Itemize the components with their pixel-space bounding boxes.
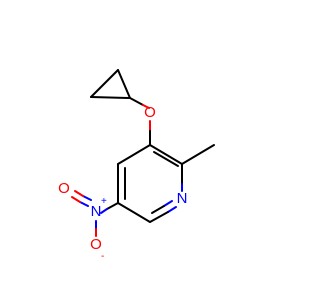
bond-cyclopropyl-oxygen-red	[142, 104, 150, 109]
bond-c5-nitro	[106, 202, 119, 210]
bond-c5-nitro-blue	[100, 208, 108, 214]
cyclopropyl-ring	[90, 69, 131, 99]
charge-plus: +	[101, 196, 107, 207]
bond-methyl	[181, 144, 215, 165]
bond-c3-c2	[149, 144, 183, 165]
bond-c6-c5	[117, 202, 151, 223]
bond-cyclopropyl-oxygen	[129, 97, 144, 106]
bond-n1-c6	[149, 211, 169, 223]
atom-nitrogen-nitro: N	[91, 203, 102, 220]
pyridine-ring	[117, 144, 183, 223]
bond-cyclopropyl-2	[90, 69, 119, 98]
bond-nitro-o-double-a-red	[71, 196, 81, 203]
bond-cyclopropyl-3	[90, 96, 131, 99]
bond-n1-c6-blue	[167, 206, 177, 213]
atom-nitrogen-ring: N	[177, 190, 188, 207]
bond-c3-c2-inner	[153, 151, 179, 167]
atom-oxygen-nitro-single: O	[90, 236, 102, 253]
molecule-diagram: O N N + O O -	[58, 69, 215, 262]
bond-nitro-o-double-a-blue	[79, 201, 89, 207]
bond-n1-c6-inner	[151, 205, 165, 214]
bond-n1-c6-inner-blue	[163, 200, 173, 207]
bond-nitro-o-double-b-blue	[82, 195, 92, 201]
bond-c4-c3	[117, 144, 151, 165]
bond-cyclopropyl-1	[117, 69, 131, 99]
bond-nitro-o-double-b-red	[74, 190, 84, 197]
atom-oxygen-nitro-double: O	[58, 180, 70, 197]
atom-oxygen-ether: O	[144, 104, 156, 121]
charge-minus: -	[101, 251, 104, 262]
